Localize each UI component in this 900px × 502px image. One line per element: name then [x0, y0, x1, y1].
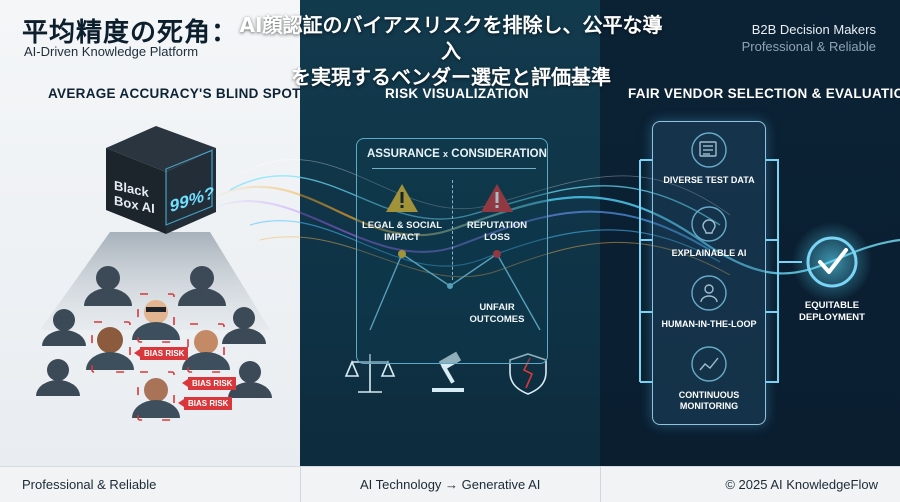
face-avatar-7	[182, 330, 230, 370]
footer-right-text: © 2025 AI KnowledgeFlow	[725, 477, 878, 492]
section-title-left: AVERAGE ACCURACY'S BLIND SPOT	[48, 86, 301, 101]
face-avatar-6	[86, 327, 134, 370]
headline-line2: を実現するベンダー選定と評価基準	[291, 65, 611, 89]
consideration-label: CONSIDERATION	[451, 148, 547, 160]
headline: AI顔認証のバイアスリスクを排除し、公平な導入 を実現するベンダー選定と評価基準	[236, 12, 666, 90]
page-title: 平均精度の死角：	[22, 18, 239, 48]
assurance-title: ASSURANCE x CONSIDERATION	[367, 148, 547, 160]
gavel-icon	[432, 351, 464, 392]
tagline-label: Professional & Reliable	[741, 39, 876, 54]
face-avatar-9	[132, 378, 180, 418]
broken-shield-icon	[509, 353, 547, 395]
assurance-label: ASSURANCE	[367, 148, 440, 160]
step-label-line1: CONTINUOUS	[678, 390, 740, 400]
risk-reputation-line2: LOSS	[484, 232, 510, 243]
face-avatar-8	[36, 359, 80, 396]
footer-divider	[300, 467, 301, 502]
lightbulb-icon	[702, 219, 716, 234]
person-loop-icon	[704, 284, 714, 294]
footer-bar: Professional & Reliable AI Technology → …	[0, 466, 900, 502]
face-avatar-3	[42, 309, 86, 346]
risk-legal-line1: LEGAL & SOCIAL	[361, 220, 443, 231]
step-human-in-the-loop: HUMAN-IN-THE-LOOP	[652, 319, 766, 330]
evaluation-pipeline-card	[652, 121, 766, 425]
step-label-line1: EXPLAINABLE AI	[671, 248, 747, 258]
bias-risk-tag: BIAS RISK	[177, 397, 233, 410]
scales-icon	[344, 354, 396, 393]
times-label: x	[443, 149, 449, 159]
step-label-line1: DIVERSE TEST DATA	[663, 175, 755, 185]
monitoring-icon	[699, 357, 719, 371]
headline-line1: AI顔認証のバイアスリスクを排除し、公平な導入	[239, 13, 663, 63]
test-data-icon	[699, 141, 717, 157]
risk-unfair-line2: OUTCOMES	[469, 314, 525, 325]
audience-label: B2B Decision Makers	[751, 22, 876, 37]
bias-risk-tag: BIAS RISK	[133, 347, 189, 360]
step-continuous-monitoring: CONTINUOUS MONITORING	[652, 390, 766, 412]
equitable-line2: DEPLOYMENT	[799, 312, 865, 323]
page-subtitle: AI-Driven Knowledge Platform	[24, 44, 199, 59]
risk-point-reputation	[493, 250, 501, 258]
step-label-line1: HUMAN-IN-THE-LOOP	[661, 319, 757, 329]
section-title-right: FAIR VENDOR SELECTION & EVALUATION	[628, 86, 900, 101]
risk-legal-line2: IMPACT	[384, 232, 420, 243]
step-explainable-ai: EXPLAINABLE AI	[652, 248, 766, 259]
assurance-divider	[372, 168, 536, 169]
face-avatar-4	[132, 300, 180, 340]
risk-unfair-line1: UNFAIR	[479, 302, 515, 313]
section-title-mid: RISK VISUALIZATION	[385, 86, 529, 101]
warning-yellow-icon	[386, 184, 418, 212]
face-avatar-10	[228, 361, 272, 398]
check-circle-icon	[806, 236, 858, 288]
black-box-cube-icon	[106, 126, 216, 234]
step-diverse-test-data: DIVERSE TEST DATA	[652, 175, 766, 186]
footer-divider	[600, 467, 601, 502]
risk-reputation-line1: REPUTATION	[466, 220, 528, 231]
equitable-line1: EQUITABLE	[804, 300, 860, 311]
face-avatar-1	[84, 266, 132, 306]
step-label-line2: MONITORING	[679, 401, 739, 411]
dashed-divider	[452, 180, 453, 280]
risk-point-legal	[398, 250, 406, 258]
face-avatar-5	[222, 307, 266, 344]
footer-left-text: Professional & Reliable	[22, 477, 157, 492]
face-avatar-2	[178, 266, 226, 306]
equitable-deployment-label: EQUITABLE DEPLOYMENT	[790, 300, 874, 324]
footer-mid-text: AI Technology → Generative AI	[360, 477, 541, 492]
risk-label-reputation: REPUTATION LOSS	[455, 220, 539, 244]
risk-label-unfair: UNFAIR OUTCOMES	[455, 302, 539, 326]
risk-label-legal: LEGAL & SOCIAL IMPACT	[360, 220, 444, 244]
warning-red-icon	[481, 184, 513, 212]
bias-risk-tag: BIAS RISK	[181, 377, 237, 390]
